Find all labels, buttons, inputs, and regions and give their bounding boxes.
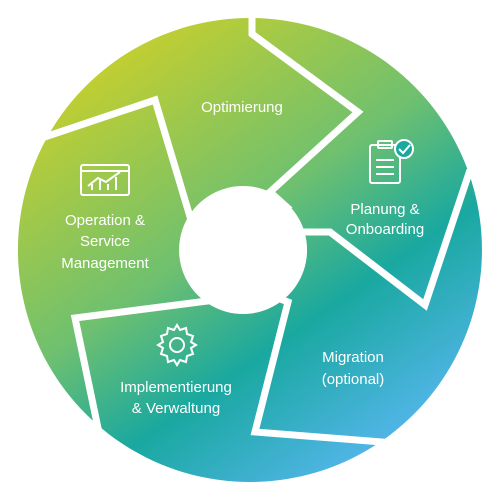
phase-planung-line-1: Onboarding: [346, 221, 424, 238]
phase-implementierung-line-0: Implementierung: [120, 379, 232, 396]
phase-label-migration: Migration (optional): [322, 349, 385, 388]
chart-window-icon: [80, 164, 130, 196]
phase-separators: [10, 10, 474, 453]
phase-label-operation: Operation & Service Management: [61, 212, 149, 272]
phase-operation-line-2: Management: [61, 255, 149, 272]
phase-operation-line-1: Service: [80, 233, 130, 250]
phase-label-implementierung: Implementierung & Verwaltung: [120, 379, 232, 417]
phase-label-optimierung: Optimierung: [201, 99, 283, 116]
cycle-ring: [17, 18, 482, 483]
phase-implementierung-line-1: & Verwaltung: [132, 400, 220, 417]
clipboard-check-icon: [369, 139, 414, 184]
phase-migration-line-1: (optional): [322, 371, 385, 388]
separator-implementierung-operation: [70, 288, 219, 453]
separator-optimierung-planung: [248, 10, 364, 213]
separator-operation-optimierung: [10, 95, 204, 252]
phase-operation-line-0: Operation &: [65, 212, 145, 229]
separator-migration-implementierung: [250, 288, 421, 449]
phase-optimierung-line-0: Optimierung: [201, 99, 283, 116]
gear-icon: [156, 323, 198, 367]
phase-planung-line-0: Planung &: [350, 201, 419, 218]
phase-migration-line-0: Migration: [322, 349, 384, 366]
phase-label-planung: Planung & Onboarding: [346, 201, 424, 238]
separator-planung-migration: [302, 168, 474, 311]
